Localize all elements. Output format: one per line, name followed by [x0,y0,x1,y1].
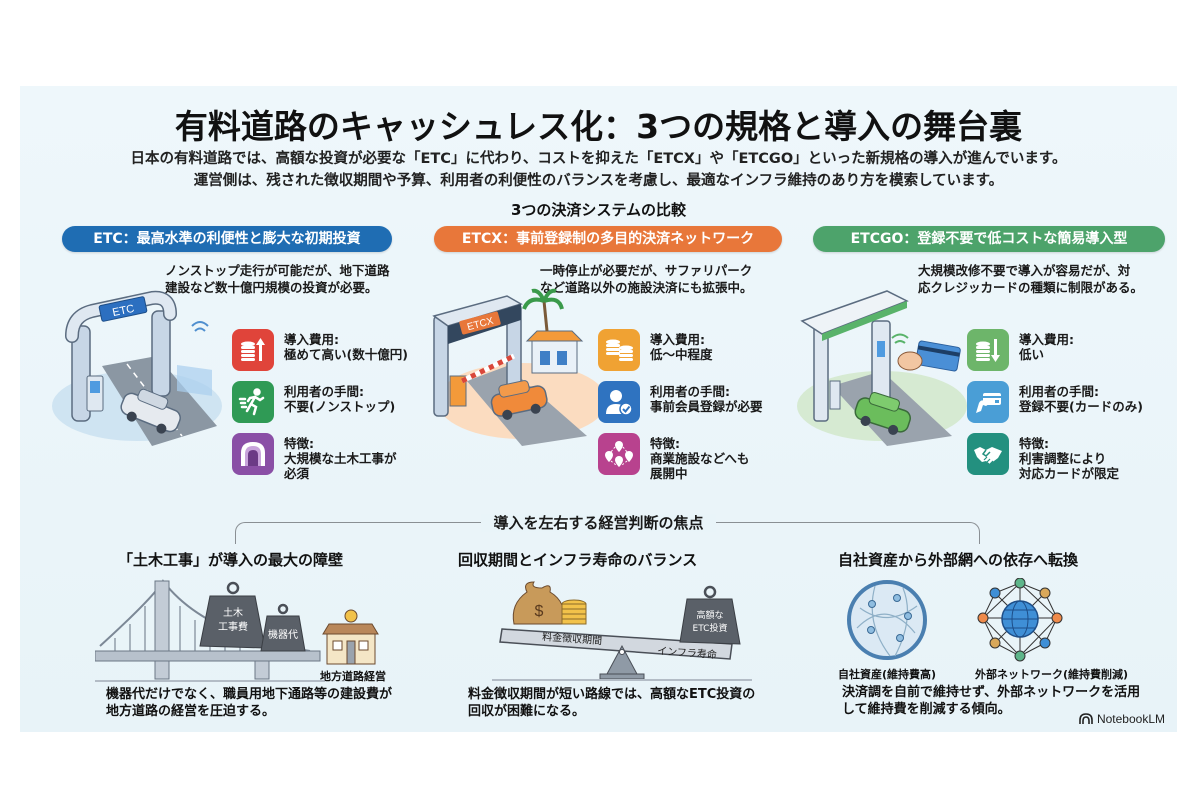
etcgo-gate-illustration [792,286,972,446]
page-subtitle: 日本の有料道路では、高額な投資が必要な「ETC」に代わり、コストを抑えた「ETC… [20,148,1177,192]
etcx-feature-characteristic: 特徴: 商業施設などへも 展開中 [598,433,788,481]
svg-text:インフラ寿命: インフラ寿命 [657,644,717,661]
etcgo-description: 大規模改修不要で導入が容易だが、対 応クレジッカードの種類に制限がある。 [918,263,1144,295]
local-road-label: 地方道路経営 [320,670,386,683]
external-network-label: 外部ネットワーク(維持費削減) [975,668,1129,681]
etcx-feature-list: 導入費用: 低～中程度 利用者の手間: 事前会員登録が必要 特徴: 商業施設など… [598,329,788,485]
svg-text:ETC: ETC [111,303,135,319]
coins-arrow-up-icon [232,329,274,371]
network-illustration [845,577,1075,663]
svg-text:料金徴収期間: 料金徴収期間 [542,630,603,647]
etcx-gate-illustration: ETCX [422,286,607,446]
focus-heading: 導入を左右する経営判断の焦点 [20,512,1177,533]
svg-text:$: $ [535,603,544,620]
subtitle-line-1: 日本の有料道路では、高額な投資が必要な「ETC」に代わり、コストを抑えた「ETC… [130,151,1067,167]
etcx-feature-cost: 導入費用: 低～中程度 [598,329,788,373]
focus-title-payback: 回収期間とインフラ寿命のバランス [458,551,698,569]
user-check-icon [598,381,640,423]
coins-arrow-down-icon [967,329,1009,371]
svg-text:機器代: 機器代 [268,628,298,641]
seesaw-illustration: $ 料金徴収期間 インフラ寿命 高額な ETC投資 [482,574,762,684]
page-title: 有料道路のキャッシュレス化：3つの規格と導入の舞台裏 [174,107,1023,146]
notebooklm-logo-icon [1079,713,1093,724]
etcgo-pill: ETCGO：登録不要で低コストな簡易導入型 [813,226,1165,252]
etcx-description: 一時停止が必要だが、サファリパーク など道路以外の施設決済にも拡張中。 [540,263,753,295]
etcgo-feature-cost: 導入費用: 低い [967,329,1157,373]
svg-text:工事費: 工事費 [218,620,248,633]
svg-text:土木: 土木 [223,606,243,619]
location-network-icon [598,433,640,475]
etc-pill: ETC：最高水準の利便性と膨大な初期投資 [62,226,392,252]
focus-title-construction: 「土木工事」が導入の最大の障壁 [118,551,344,569]
running-person-icon [232,381,274,423]
subtitle-line-2: 運営側は、残された徴収期間や予算、利用者の利便性のバランスを考慮し、最適なインフ… [193,173,1004,189]
handshake-icon [967,433,1009,475]
svg-text:ETC投資: ETC投資 [693,622,728,634]
etc-feature-user-effort: 利用者の手間: 不要(ノンストップ) [232,381,422,425]
etc-feature-characteristic: 特徴: 大規模な土木工事が 必須 [232,433,422,481]
etcgo-feature-list: 導入費用: 低い 利用者の手間: 登録不要(カードのみ) 特徴: 利害調整により… [967,329,1157,485]
comparison-heading: 3つの決済システムの比較 [511,201,686,219]
bridge-weights-illustration: 土木 工事費 機器代 [94,576,425,686]
tunnel-icon [232,433,274,475]
etcx-pill: ETCX：事前登録制の多目的決済ネットワーク [434,226,782,252]
focus-desc-payback: 料金徴収期間が短い路線では、高額なETC投資の 回収が困難になる。 [468,687,756,719]
etcgo-feature-characteristic: 特徴: 利害調整により 対応カードが限定 [967,433,1157,481]
focus-title-network: 自社資産から外部網への依存へ転換 [838,551,1079,569]
notebooklm-brand: NotebookLM [1079,712,1165,726]
svg-text:高額な: 高額な [696,609,723,621]
etcx-feature-user-effort: 利用者の手間: 事前会員登録が必要 [598,381,788,425]
etcgo-feature-user-effort: 利用者の手間: 登録不要(カードのみ) [967,381,1157,425]
card-hand-icon [967,381,1009,423]
etc-feature-cost: 導入費用: 極めて高い(数十億円) [232,329,422,373]
focus-desc-construction: 機器代だけでなく、職員用地下通路等の建設費が 地方道路の経営を圧迫する。 [106,687,393,719]
etc-feature-list: 導入費用: 極めて高い(数十億円) 利用者の手間: 不要(ノンストップ) 特徴:… [232,329,422,485]
etc-gate-illustration: ETC [42,286,222,446]
focus-desc-network: 決済調を自前で維持せず、外部ネットワークを活用 して維持費を削減する傾向。 [842,685,1141,717]
infographic-card: 有料道路のキャッシュレス化：3つの規格と導入の舞台裏 日本の有料道路では、高額な… [20,86,1177,732]
etc-description: ノンストップ走行が可能だが、地下道路 建設など数十億円規模の投資が必要。 [165,263,390,295]
coins-stack-icon [598,329,640,371]
in-house-asset-label: 自社資産(維持費高) [838,668,937,681]
